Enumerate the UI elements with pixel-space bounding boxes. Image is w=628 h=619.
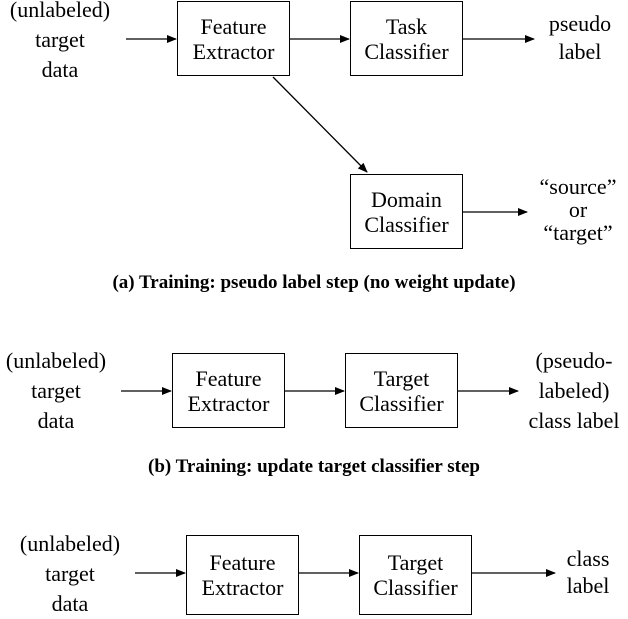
panel-b-output-line1: (pseudo- — [535, 348, 613, 373]
panel-c-feature-extractor-line2: Extractor — [201, 575, 284, 600]
panel-a-domain-output-line1: “source” — [539, 174, 617, 199]
panel-a-caption-tag: (a) — [112, 272, 135, 293]
panel-b-input-line2: target — [31, 378, 81, 403]
panel-a-domain-classifier-line1: Domain — [371, 186, 442, 212]
panel-a-input-label: (unlabeled) target data — [0, 0, 120, 85]
panel-a-feature-extractor-line1: Feature — [200, 13, 267, 39]
panel-b-caption-tag: (b) — [148, 456, 172, 477]
panel-a-feature-extractor-line2: Extractor — [192, 38, 275, 64]
panel-a-domain-output-line2: or — [568, 197, 588, 222]
panel-a-caption: (a) Training: pseudo label step (no weig… — [0, 272, 628, 294]
panel-a-output-line2: label — [558, 39, 602, 64]
panel-c-output-line2: label — [566, 573, 610, 598]
panel-a-caption-text: Training: pseudo label step (no weight u… — [139, 272, 516, 293]
panel-c-target-classifier-line2: Classifier — [373, 575, 458, 600]
panel-c-input-label: (unlabeled) target data — [10, 529, 130, 619]
panel-c-feature-extractor-line1: Feature — [209, 550, 276, 575]
panel-b-output-line2: labeled) — [538, 378, 610, 403]
panel-b-input-line1: (unlabeled) — [5, 348, 107, 373]
panel-b-input-label: (unlabeled) target data — [0, 346, 112, 436]
panel-a-domain-output-line3: “target” — [543, 220, 613, 245]
panel-a-task-classifier-box: Task Classifier — [350, 1, 463, 76]
panel-a-input-line2: target — [35, 27, 85, 52]
arrow-a-extractor-to-domain — [272, 76, 368, 173]
panel-c-feature-extractor-box: Feature Extractor — [186, 535, 299, 615]
panel-a-input-line1: (unlabeled) — [9, 0, 111, 22]
panel-a-domain-classifier-box: Domain Classifier — [350, 174, 463, 249]
panel-b-caption: (b) Training: update target classifier s… — [0, 456, 628, 478]
panel-b-output-line3: class label — [528, 408, 620, 433]
panel-b-target-classifier-box: Target Classifier — [345, 353, 458, 428]
panel-b-feature-extractor-line1: Feature — [195, 365, 262, 391]
panel-c-input-line2: target — [45, 561, 95, 586]
panel-a-output-line1: pseudo — [548, 11, 612, 36]
panel-a-input-line3: data — [41, 57, 79, 82]
panel-b-feature-extractor-line2: Extractor — [187, 390, 270, 416]
panel-a-output-label: pseudo label — [535, 10, 625, 66]
panel-b-output-label: (pseudo- labeled) class label — [520, 346, 628, 436]
panel-c-input-line3: data — [51, 591, 89, 616]
panel-b-feature-extractor-box: Feature Extractor — [172, 353, 285, 428]
panel-c-target-classifier-line1: Target — [387, 550, 444, 575]
panel-c-target-classifier-box: Target Classifier — [359, 535, 472, 615]
panel-b-input-line3: data — [37, 408, 75, 433]
panel-c-output-label: class label — [548, 545, 628, 599]
panel-a-domain-output-label: “source” or “target” — [528, 175, 628, 244]
panel-b-target-classifier-line1: Target — [373, 365, 430, 391]
panel-a-domain-classifier-line2: Classifier — [364, 211, 449, 237]
arrows-layer — [121, 35, 556, 577]
panel-c-output-line1: class — [566, 546, 610, 571]
panel-b-target-classifier-line2: Classifier — [359, 390, 444, 416]
panel-a-task-classifier-line1: Task — [385, 13, 428, 39]
panel-c-input-line1: (unlabeled) — [19, 531, 121, 556]
panel-b-caption-text: Training: update target classifier step — [175, 456, 480, 477]
panel-a-feature-extractor-box: Feature Extractor — [177, 1, 290, 76]
panel-a-task-classifier-line2: Classifier — [364, 38, 449, 64]
